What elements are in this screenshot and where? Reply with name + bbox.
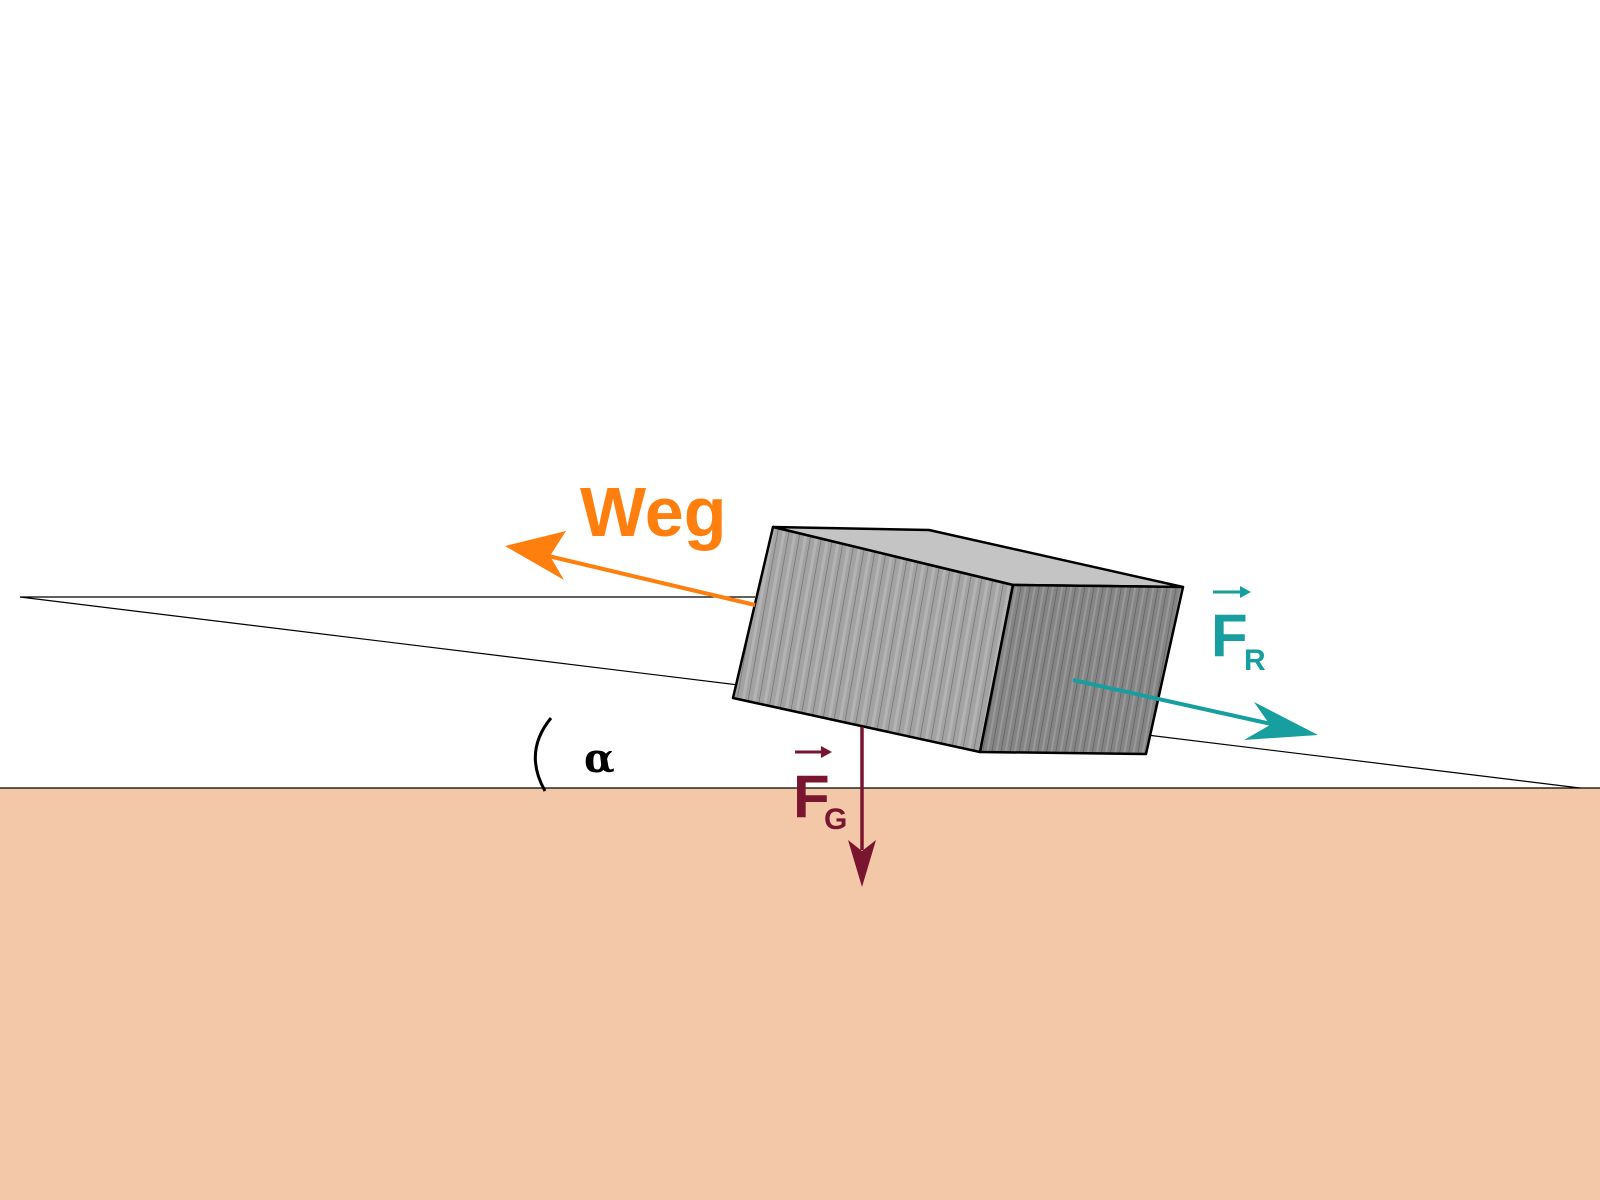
ground [0,788,1600,1200]
friction-force-symbol: F [1211,602,1248,669]
weight-force-symbol: F [793,763,830,830]
weight-force-subscript: G [824,803,847,836]
path-label: Weg [580,473,727,551]
weight-force-arrow [848,727,876,887]
weight-force-arrowhead [848,840,876,887]
friction-force-arrowhead [1244,702,1318,740]
block-side-face [978,583,1185,756]
friction-force-label: F R [1211,586,1266,677]
weight-force-label: F G [793,746,847,836]
path-arrowhead [505,531,566,580]
friction-force-arrow [1072,678,1318,740]
angle-label: α [584,735,615,782]
friction-force-subscript: R [1244,644,1266,677]
path-arrow [505,531,756,607]
block [731,525,1185,756]
angle-arc [533,717,553,792]
